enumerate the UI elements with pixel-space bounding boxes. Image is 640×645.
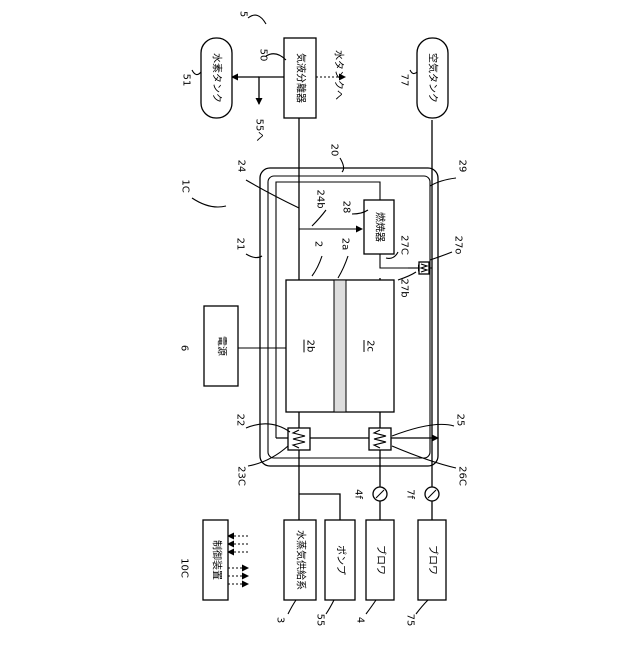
ref-combustor: 28: [341, 201, 352, 214]
ref-cell: 2: [313, 241, 324, 247]
ref-electrolyte: 2a: [340, 238, 351, 251]
ref-steam-supply: 3: [275, 617, 286, 623]
hydrogen-tank-label: 水素タンク: [211, 53, 224, 103]
ref-pipe-27o: 27o: [453, 236, 464, 255]
controller-signals: [228, 536, 248, 584]
ref-pipe-25: 25: [455, 414, 466, 427]
steam-supply-label: 水蒸気供給系: [295, 530, 308, 590]
ref-to-55: 55へ: [254, 119, 265, 142]
ref-pipe-24b: 24b: [315, 189, 326, 208]
ref-heater-27c: 27C: [399, 235, 410, 255]
hx-26c: [369, 428, 391, 450]
ref-figure: 5: [238, 11, 249, 17]
pump-line: [299, 494, 340, 520]
hx-23c: [288, 428, 310, 450]
electrolyte-layer: [334, 280, 346, 412]
ref-gauge-7f: 7f: [405, 489, 416, 499]
to-55-arrow: [259, 77, 284, 104]
combustor-label: 燃焼器: [374, 212, 387, 242]
ref-blower-75: 75: [405, 614, 416, 627]
air-tank-label: 空気タンク: [427, 53, 440, 103]
ref-pipe-29: 29: [457, 160, 468, 173]
ref-pipe-22: 22: [235, 414, 246, 427]
cathode-label: 2b: [305, 340, 316, 353]
ref-hx-26c: 26C: [457, 466, 468, 486]
controller-label: 制御装置: [211, 540, 224, 580]
water-tank-label: 水タンクへ: [333, 50, 345, 100]
ref-power: 6: [179, 345, 190, 351]
ref-pipe-24: 24: [236, 160, 247, 173]
gauge-4f: [373, 487, 387, 501]
power-label: 電源: [216, 336, 229, 356]
ref-module: 20: [329, 144, 340, 157]
ref-gauge-4f: 4f: [353, 489, 364, 499]
gauge-7f: [425, 487, 439, 501]
ref-blower-air: 4: [355, 617, 366, 623]
ref-controller: 10C: [179, 558, 190, 578]
ref-pipe-21: 21: [235, 238, 246, 251]
ref-fig-group: 1C: [180, 179, 191, 192]
ref-pipe-27b: 27b: [399, 278, 410, 297]
anode-label: 2c: [365, 340, 376, 352]
ref-pump: 55: [315, 614, 326, 627]
blower-label: ブロワ: [375, 545, 388, 575]
ref-h2-tank: 51: [181, 74, 192, 87]
blower-75-label: ブロワ: [427, 545, 440, 575]
pump-label: ポンプ: [335, 545, 347, 575]
separator-label: 気液分離器: [295, 53, 308, 103]
ref-air-tank: 77: [399, 74, 410, 87]
ref-hx-23c: 23C: [236, 466, 247, 486]
heater-27c: [419, 262, 429, 274]
